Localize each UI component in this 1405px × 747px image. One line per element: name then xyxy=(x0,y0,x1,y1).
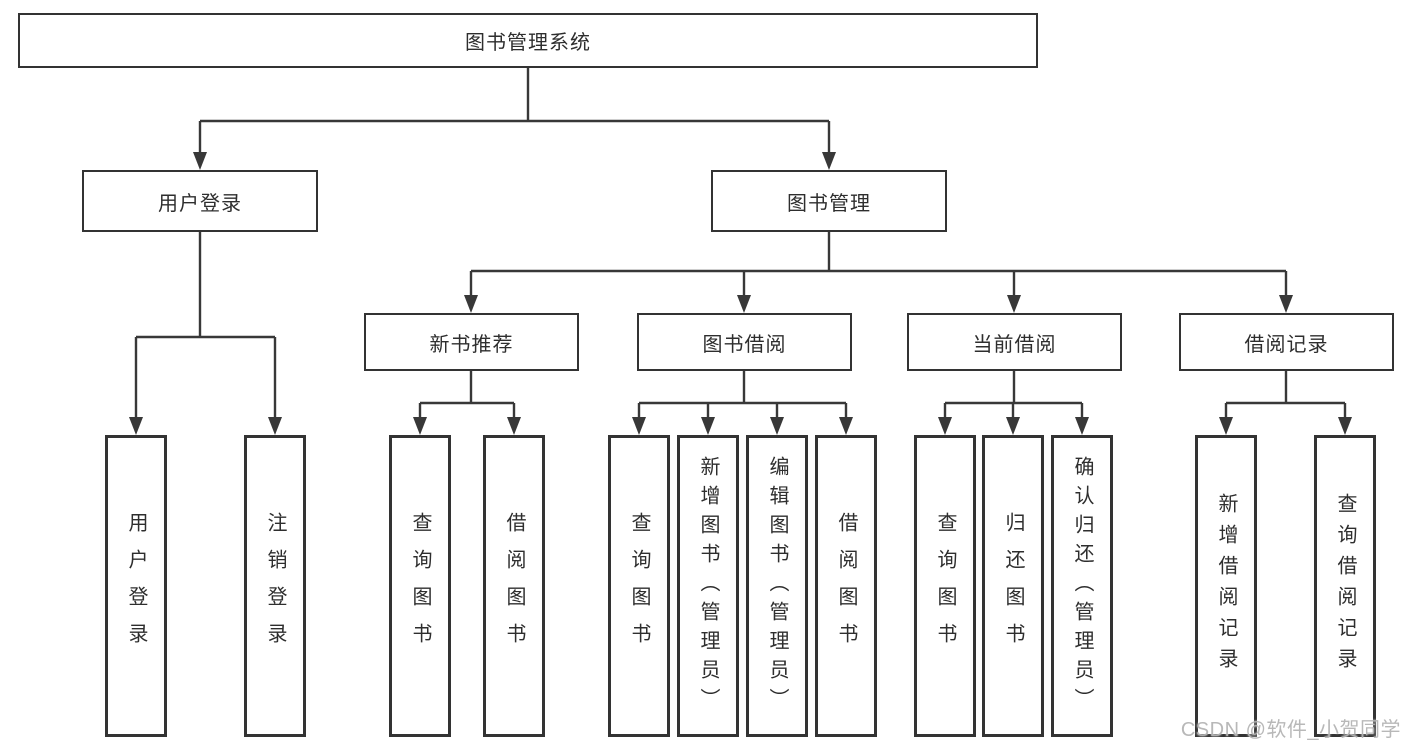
leaf-logout: 注销登录 xyxy=(244,435,306,737)
leaf-label: 借阅图书 xyxy=(503,512,525,660)
leaf-label: 查询借阅记录 xyxy=(1334,493,1356,679)
leaf-add-books-admin: 新增图书（管理员） xyxy=(677,435,739,737)
arrowhead xyxy=(632,417,646,435)
leaf-user-login: 用户登录 xyxy=(105,435,167,737)
leaf-query-books-current: 查询图书 xyxy=(914,435,976,737)
connector-book-management-to-level3 xyxy=(464,232,1293,313)
leaf-borrow-books-borrowing: 借阅图书 xyxy=(815,435,877,737)
node-label: 新书推荐 xyxy=(429,333,514,356)
arrowhead xyxy=(839,417,853,435)
arrowhead xyxy=(1219,417,1233,435)
leaf-borrow-books-recommend: 借阅图书 xyxy=(483,435,545,737)
leaf-query-books-recommend: 查询图书 xyxy=(389,435,451,737)
leaf-add-borrow-record: 新增借阅记录 xyxy=(1195,435,1257,737)
leaf-label: 查询图书 xyxy=(934,512,956,660)
connector-user-login-to-leaves xyxy=(129,232,282,435)
leaf-label: 借阅图书 xyxy=(835,512,857,660)
node-new-book-recommend: 新书推荐 xyxy=(364,313,579,371)
leaf-label: 编辑图书（管理员） xyxy=(766,455,788,717)
node-book-borrowing: 图书借阅 xyxy=(637,313,852,371)
arrowhead xyxy=(413,417,427,435)
arrowhead xyxy=(268,417,282,435)
node-label: 图书借阅 xyxy=(702,333,787,356)
arrowhead xyxy=(822,152,836,170)
leaf-confirm-return-admin: 确认归还（管理员） xyxy=(1051,435,1113,737)
connector-new-book-recommend-to-leaves xyxy=(413,371,521,435)
arrowhead xyxy=(1006,417,1020,435)
node-label: 当前借阅 xyxy=(972,333,1057,356)
arrowhead xyxy=(770,417,784,435)
node-user-login-branch: 用户登录 xyxy=(82,170,318,232)
arrowhead xyxy=(464,295,478,313)
node-label: 借阅记录 xyxy=(1244,333,1329,356)
arrowhead xyxy=(1075,417,1089,435)
leaf-return-books: 归还图书 xyxy=(982,435,1044,737)
leaf-label: 用户登录 xyxy=(125,512,147,660)
connector-root-to-level2 xyxy=(193,68,836,170)
leaf-label: 注销登录 xyxy=(264,512,286,660)
node-current-borrowing: 当前借阅 xyxy=(907,313,1122,371)
leaf-query-borrow-record: 查询借阅记录 xyxy=(1314,435,1376,737)
node-root-library-system: 图书管理系统 xyxy=(18,13,1038,68)
arrowhead xyxy=(737,295,751,313)
arrowhead xyxy=(1007,295,1021,313)
connector-book-borrowing-to-leaves xyxy=(632,371,853,435)
leaf-edit-books-admin: 编辑图书（管理员） xyxy=(746,435,808,737)
arrowhead xyxy=(938,417,952,435)
node-label: 图书管理 xyxy=(787,192,871,215)
leaf-query-books-borrowing: 查询图书 xyxy=(608,435,670,737)
arrowhead xyxy=(193,152,207,170)
leaf-label: 新增借阅记录 xyxy=(1215,493,1237,679)
arrowhead xyxy=(1338,417,1352,435)
arrowhead xyxy=(129,417,143,435)
leaf-label: 查询图书 xyxy=(409,512,431,660)
connector-current-borrowing-to-leaves xyxy=(938,371,1089,435)
leaf-label: 新增图书（管理员） xyxy=(697,455,719,717)
node-book-management-branch: 图书管理 xyxy=(711,170,947,232)
connector-borrowing-records-to-leaves xyxy=(1219,371,1352,435)
leaf-label: 确认归还（管理员） xyxy=(1071,455,1093,717)
node-label: 用户登录 xyxy=(158,192,242,215)
node-label: 图书管理系统 xyxy=(465,32,591,54)
arrowhead xyxy=(507,417,521,435)
arrowhead xyxy=(1279,295,1293,313)
arrowhead xyxy=(701,417,715,435)
leaf-label: 查询图书 xyxy=(628,512,650,660)
node-borrowing-records: 借阅记录 xyxy=(1179,313,1394,371)
leaf-label: 归还图书 xyxy=(1002,512,1024,660)
